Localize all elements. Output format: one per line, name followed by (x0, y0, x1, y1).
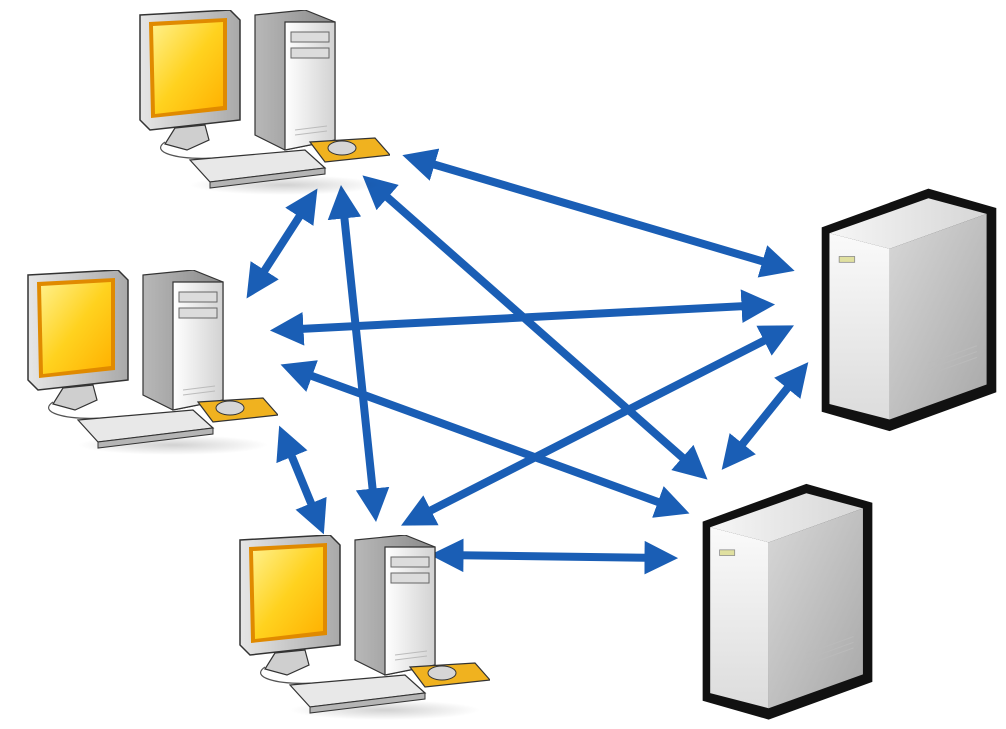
link-arrow (246, 188, 318, 299)
workstation-2-icon (27, 270, 278, 455)
link-arrow (401, 325, 794, 526)
link-arrow (280, 360, 690, 518)
link-arrow (276, 425, 327, 535)
link-arrow (429, 538, 679, 575)
link-arrow (721, 362, 809, 470)
server-2-icon (702, 483, 873, 721)
link-arrow (269, 289, 776, 346)
link-arrow (402, 148, 795, 278)
server-1-icon (821, 188, 997, 432)
workstation-3-icon (239, 535, 490, 720)
workstation-1-icon (139, 10, 390, 195)
link-arrow (327, 184, 390, 523)
